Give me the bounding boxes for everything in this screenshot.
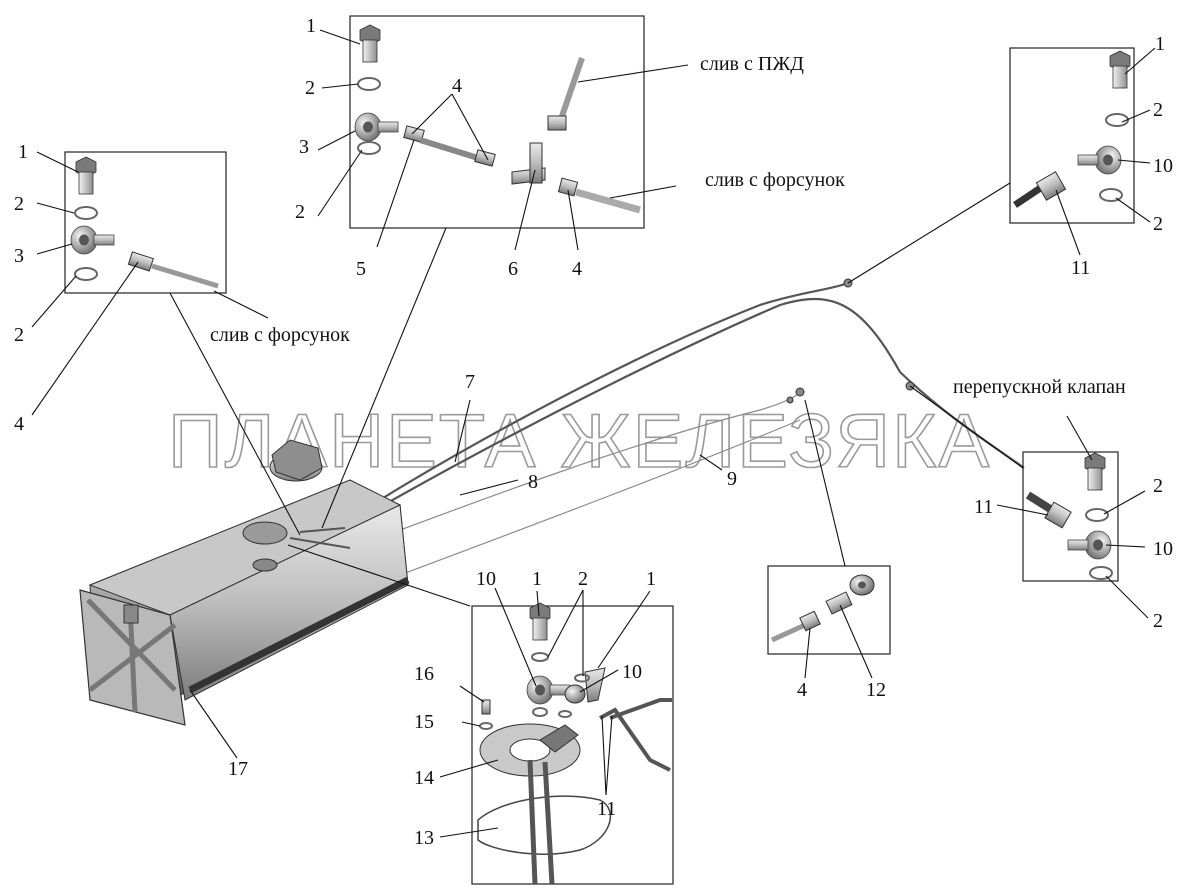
callout-m17: 17: [228, 758, 248, 780]
callout-b16: 16: [414, 663, 434, 685]
callout-m7: 7: [465, 371, 475, 393]
callout-t4a: 4: [452, 75, 462, 97]
caption-bypass-valve: перепускной клапан: [953, 376, 1126, 398]
callout-l4: 4: [14, 413, 24, 435]
callout-l3: 3: [14, 245, 24, 267]
callout-r11: 11: [1071, 257, 1090, 279]
callout-r10: 10: [1153, 155, 1173, 177]
callout-l2b: 2: [14, 324, 24, 346]
callout-t4b: 4: [572, 258, 582, 280]
callout-r2b: 2: [1153, 213, 1163, 235]
callout-b1a: 1: [532, 568, 542, 590]
callout-s12: 12: [866, 679, 886, 701]
callout-v10: 10: [1153, 538, 1173, 560]
callout-b10a: 10: [476, 568, 496, 590]
callout-t5: 5: [356, 258, 366, 280]
callout-b14: 14: [414, 767, 434, 789]
callout-t1: 1: [306, 15, 316, 37]
leader-lines: [31, 29, 1156, 838]
caption-drain-injectors-left: слив с форсунок: [210, 324, 350, 346]
fuel-tank: [79, 439, 410, 726]
callout-r2a: 2: [1153, 99, 1163, 121]
caption-drain-pzhd: слив с ПЖД: [700, 53, 804, 75]
callout-t2b: 2: [295, 201, 305, 223]
inset-small: [767, 565, 891, 655]
callout-t3: 3: [299, 136, 309, 158]
callout-b10b: 10: [622, 661, 642, 683]
callout-b1b: 1: [646, 568, 656, 590]
callout-r1: 1: [1155, 33, 1165, 55]
callout-s4: 4: [797, 679, 807, 701]
callout-t6: 6: [508, 258, 518, 280]
inset-bottom: [471, 602, 674, 885]
inset-right-top: [1009, 47, 1135, 224]
inset-right-mid: [1022, 451, 1119, 582]
main-pipes: [309, 278, 1025, 576]
callout-v2b: 2: [1153, 610, 1163, 632]
inset-left: [64, 151, 227, 294]
callout-l2a: 2: [14, 193, 24, 215]
callout-m8: 8: [528, 471, 538, 493]
callout-t2a: 2: [305, 77, 315, 99]
callout-b13: 13: [414, 827, 434, 849]
callout-v11: 11: [974, 496, 993, 518]
callout-numbers: 1 2 3 2 4 1 2 3 2 4 5 6 4 1 2 10 2 11 7 …: [14, 15, 1173, 849]
callout-b2: 2: [578, 568, 588, 590]
callout-m9: 9: [727, 468, 737, 490]
inset-top: [349, 15, 645, 229]
callout-b15: 15: [414, 711, 434, 733]
callout-l1: 1: [18, 141, 28, 163]
callout-v2a: 2: [1153, 475, 1163, 497]
caption-drain-injectors-top: слив с форсунок: [705, 169, 845, 191]
callout-b11: 11: [597, 798, 616, 820]
